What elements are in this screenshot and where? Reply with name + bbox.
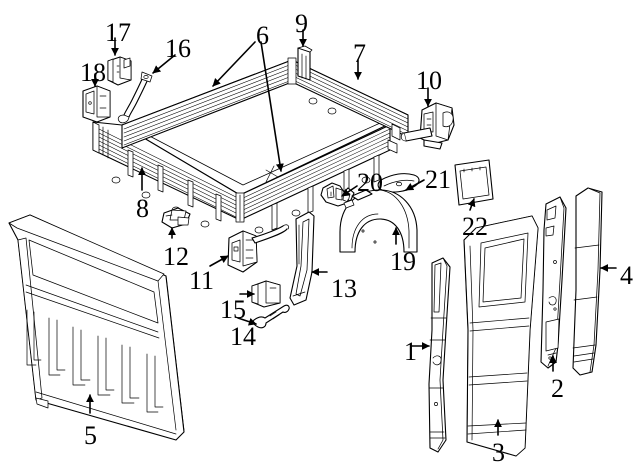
pin-fastener [252,304,290,329]
striker-bracket [227,224,289,273]
side-body-panel [463,215,539,457]
callout-number-6: 6 [256,21,269,50]
callout-number-9: 9 [295,9,308,38]
callout-number-7: 7 [353,39,366,68]
callout-number-11: 11 [189,266,215,295]
lower-hinge-bracket [82,85,111,123]
callout-number-16: 16 [165,34,191,63]
latch-assembly [400,102,455,150]
rear-pillar-inner [540,196,567,369]
callout-number-21: 21 [425,165,451,194]
cab-back-panel [8,214,185,441]
retainer-cable [117,71,153,124]
callout-number-4: 4 [620,261,633,290]
bed-clip-bracket [161,207,191,229]
callout-number-13: 13 [331,274,357,303]
callout-number-10: 10 [416,66,442,95]
access-cover-panel [454,159,494,206]
callout-number-2: 2 [551,374,564,403]
callout-number-14: 14 [230,322,256,351]
callout-leaders [86,29,617,436]
callout-number-3: 3 [492,438,505,467]
upper-hinge [107,56,132,86]
callout-number-15: 15 [220,295,246,324]
bed-stake-pocket-clip [297,45,313,81]
door-check-rail [289,211,315,306]
callout-number-20: 20 [357,168,383,197]
rear-pillar-outer [572,187,603,376]
callout-number-12: 12 [163,242,189,271]
callout-number-22: 22 [462,212,488,241]
callout-number-5: 5 [84,421,97,450]
callout-number-8: 8 [136,194,149,223]
callout-number-17: 17 [105,18,131,47]
callout-number-18: 18 [80,58,106,87]
bumper-stop [251,280,281,308]
callout-number-19: 19 [390,247,416,276]
truck-bed-box [92,57,409,234]
wheelhouse-panel [339,189,418,253]
callout-number-1: 1 [404,337,417,366]
door-hinge-pillar [428,257,451,453]
